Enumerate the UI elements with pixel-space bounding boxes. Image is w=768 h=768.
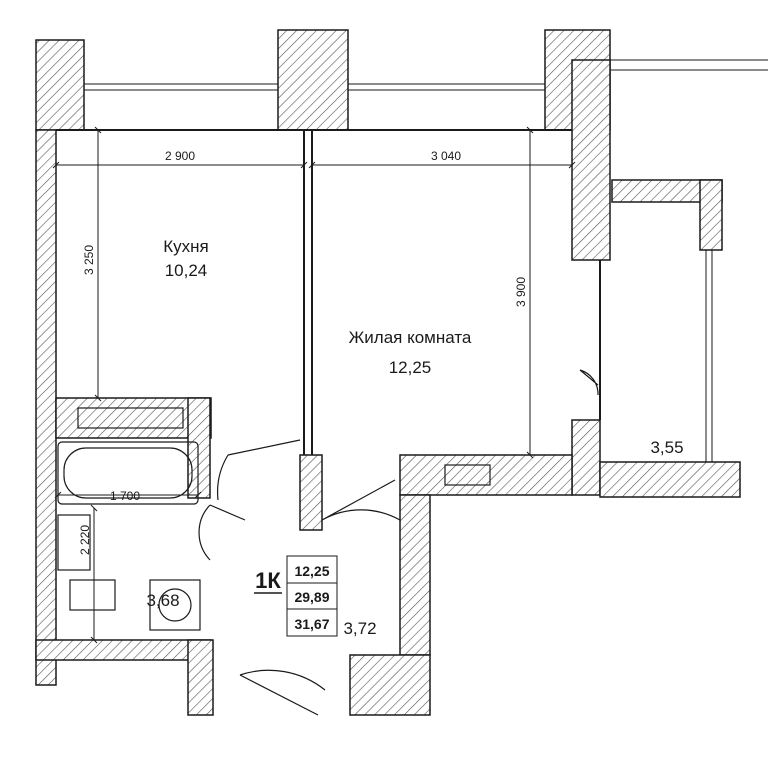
wall-corridor-stub <box>299 454 323 531</box>
room-kitchen-name: Кухня <box>163 237 209 256</box>
wall-balcony-bottom <box>599 461 741 498</box>
washer-drum <box>158 588 192 622</box>
wall-pier-left <box>35 39 85 131</box>
wall-lower-right-bottom <box>349 654 431 716</box>
wall-lower-right-vertical <box>399 494 431 656</box>
dim-bath-width: 1 700 <box>110 489 140 503</box>
room-living-area: 12,25 <box>389 358 432 377</box>
summary-total-area: 29,89 <box>294 589 329 605</box>
dim-living-width: 3 040 <box>431 149 461 163</box>
door-living <box>321 479 401 521</box>
partitions <box>56 129 601 455</box>
windows <box>84 59 768 462</box>
apartment-type: 1К <box>255 568 281 593</box>
radiator-kitchen <box>77 407 184 429</box>
door-balcony <box>579 369 599 396</box>
room-bathroom-area: 3,68 <box>146 591 179 610</box>
radiator-hall <box>444 464 491 486</box>
room-hall-area: 3,72 <box>343 619 376 638</box>
sink <box>57 514 91 571</box>
door-kitchen <box>216 439 301 501</box>
room-balcony-area: 3,55 <box>650 438 683 457</box>
summary-box: 1К 12,25 29,89 31,67 <box>254 555 338 637</box>
wall-pier-middle <box>277 29 349 131</box>
fixtures <box>57 407 491 631</box>
dim-living-depth: 3 900 <box>514 277 528 307</box>
wall-bathroom-top <box>55 397 212 439</box>
summary-total-with-balcony: 31,67 <box>294 616 329 632</box>
door-entrance <box>239 669 326 716</box>
wall-right-upper <box>571 59 611 261</box>
wall-right-lower <box>571 419 601 496</box>
bathtub <box>57 441 199 505</box>
toilet <box>69 579 116 611</box>
dim-kitchen-depth: 3 250 <box>82 245 96 275</box>
dimension-lines <box>52 126 576 644</box>
summary-living-area: 12,25 <box>294 563 329 579</box>
doors <box>198 369 599 716</box>
wall-lower-right <box>399 454 573 496</box>
wall-left <box>35 129 57 686</box>
room-living-name: Жилая комната <box>349 328 472 347</box>
dim-bath-depth: 2 220 <box>78 525 92 555</box>
wall-bottom-left <box>35 639 212 661</box>
washer <box>149 579 201 631</box>
walls <box>35 29 741 716</box>
door-bathroom <box>198 504 246 561</box>
wall-bottom-stub <box>187 639 214 716</box>
wall-balcony-side <box>699 179 723 251</box>
dim-kitchen-width: 2 900 <box>165 149 195 163</box>
room-kitchen-area: 10,24 <box>165 261 208 280</box>
